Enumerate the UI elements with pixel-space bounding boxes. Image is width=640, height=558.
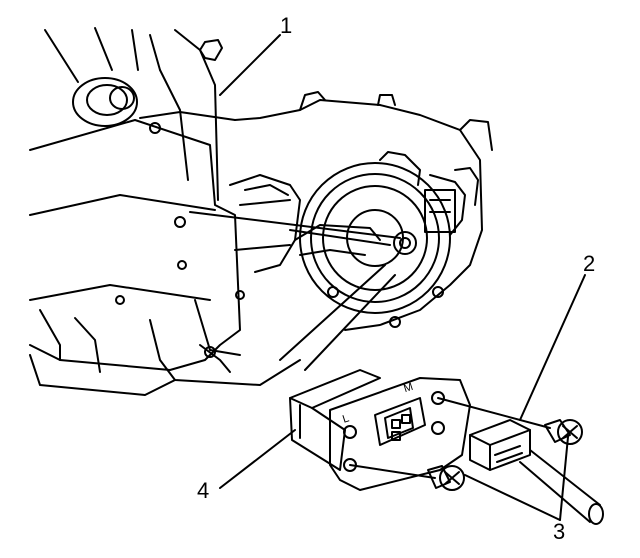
leader-3a xyxy=(559,436,569,521)
blower-motor-housing xyxy=(189,91,493,331)
leader-3b xyxy=(464,474,561,521)
leader-1 xyxy=(219,34,281,96)
hvac-module-housing xyxy=(29,27,301,396)
leader-2 xyxy=(519,274,586,421)
leader-4 xyxy=(219,429,296,489)
wiring-connector xyxy=(469,419,604,525)
callout-4: 4 xyxy=(197,478,210,503)
blower-motor-resistor xyxy=(289,369,551,491)
callout-1: 1 xyxy=(280,13,293,38)
callout-3: 3 xyxy=(553,519,566,544)
screws xyxy=(427,419,583,491)
callout-2: 2 xyxy=(583,251,596,276)
callout-leaders xyxy=(219,34,586,521)
screw-lower xyxy=(427,465,465,491)
screw-upper xyxy=(544,419,583,445)
